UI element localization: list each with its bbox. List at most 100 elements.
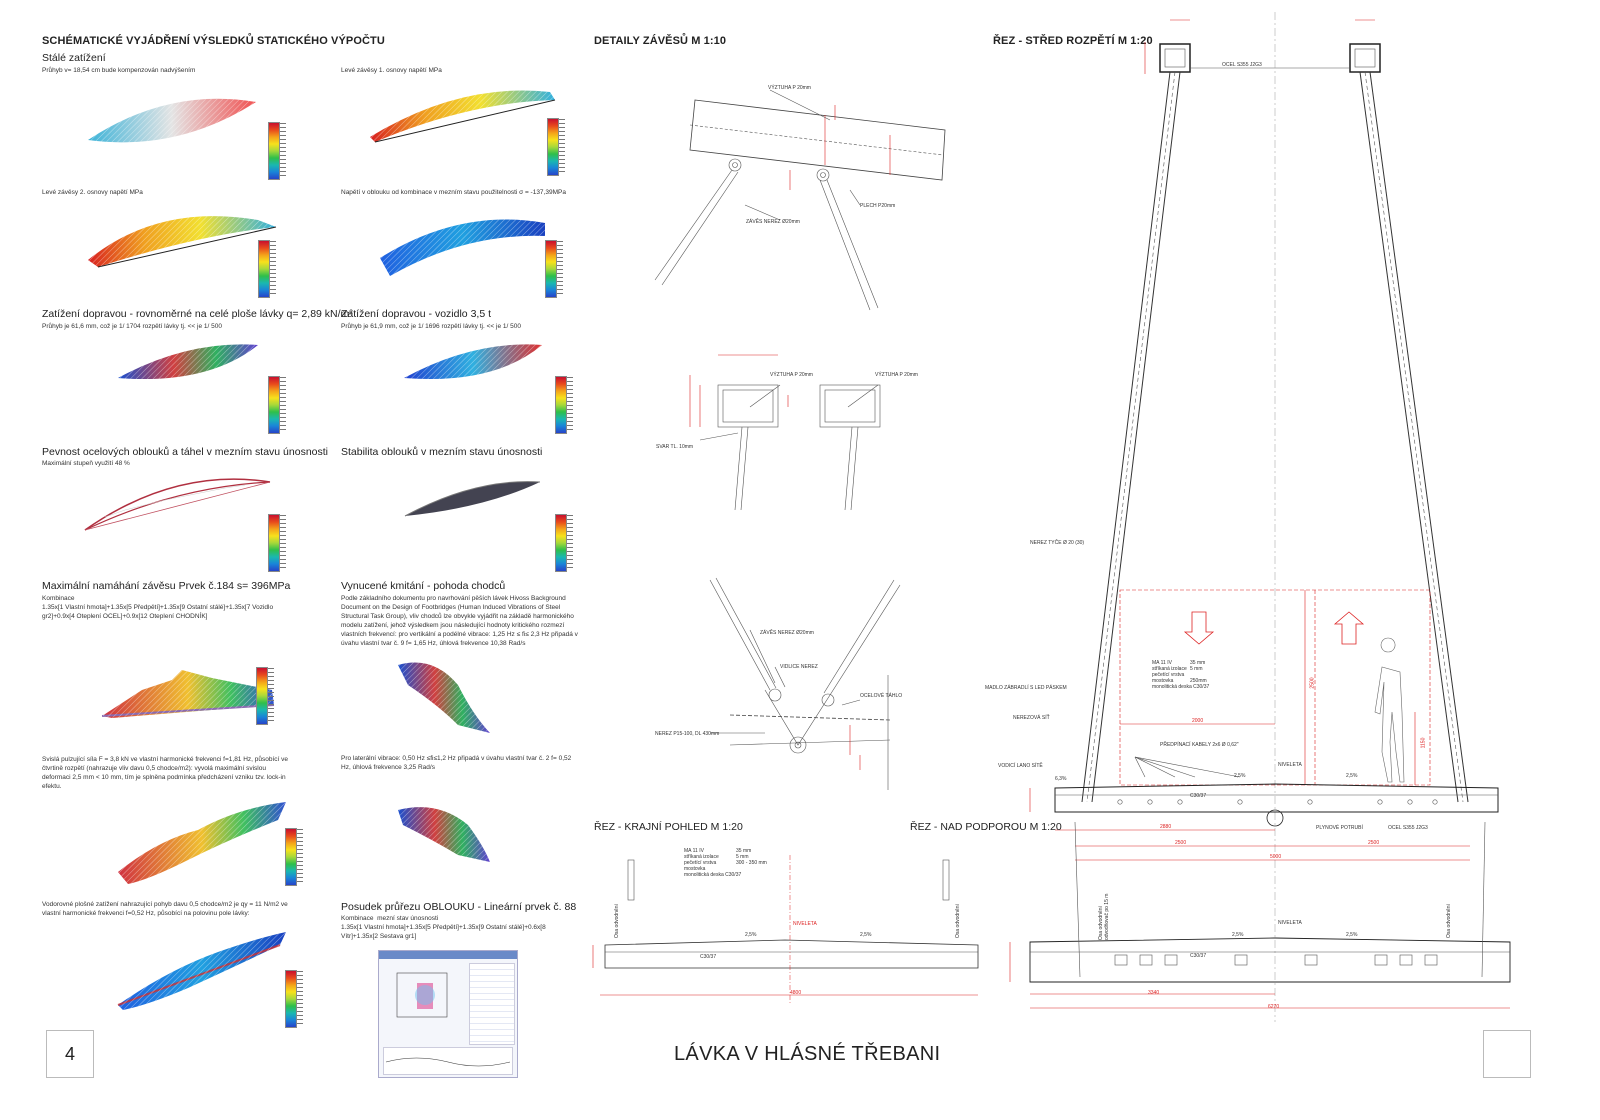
color-scale-6 bbox=[555, 376, 573, 434]
side-layer-value-1: 5 mm bbox=[736, 854, 749, 860]
s14-text: Kombinace mezní stav únosnosti 1.35x[1 V… bbox=[341, 915, 546, 940]
detail-title: DETAILY ZÁVĚSŮ M 1:10 bbox=[594, 35, 727, 47]
mid-layer-0: MA 11 IV bbox=[1152, 660, 1172, 666]
mid-layer-1: stříkaná izolace bbox=[1152, 666, 1187, 672]
s4-text: Napětí v oblouku od kombinace v mezním s… bbox=[341, 189, 566, 196]
label-vidlice: VIDLICE NEREZ bbox=[780, 664, 818, 670]
mid-layers: MA 11 IV stříkaná izolace pečetící vrstv… bbox=[1152, 660, 1209, 690]
mid-dim-h2: 1150 bbox=[1420, 737, 1427, 749]
s10-text: Podle základního dokumentu pro navrhován… bbox=[341, 595, 578, 647]
color-scale-9 bbox=[256, 667, 274, 725]
page-number: 4 bbox=[64, 1043, 75, 1064]
side-layer-values: 35 mm 5 mm 300 - 350 mm bbox=[736, 848, 767, 866]
label-nerez-sit: NEREZOVÁ SÍŤ bbox=[1013, 715, 1050, 721]
model-plot-hangers-1 bbox=[370, 90, 556, 143]
side-layers: MA 11 IV stříkaná izolace pečetící vrstv… bbox=[684, 848, 741, 878]
s8-title: Stabilita oblouků v mezním stavu únosnos… bbox=[341, 446, 543, 458]
s9-text: Kombinace 1.35x[1 Vlastní hmota]+1.35x[5… bbox=[42, 595, 274, 620]
support-concrete: C30/37 bbox=[1190, 953, 1207, 959]
model-plot-stability bbox=[404, 481, 541, 517]
s3-text: Levé závěsy 2. osnovy napětí MPa bbox=[42, 189, 143, 196]
side-dim: 4800 bbox=[790, 990, 802, 996]
hanger-detail-bottom bbox=[709, 577, 901, 790]
s7-title: Pevnost ocelových oblouků a táhel v mezn… bbox=[42, 446, 328, 458]
color-scale-2 bbox=[547, 118, 565, 176]
side-layer-1: stříkaná izolace bbox=[684, 854, 719, 860]
mid-dim-d: 5000 bbox=[1270, 854, 1282, 860]
mid-slope-left: 2,5% bbox=[1234, 773, 1246, 779]
label-zaves-2: ZÁVĚS NEREZ Ø20mm bbox=[760, 630, 814, 636]
model-plot-vehicle-load bbox=[404, 344, 542, 380]
label-nerez-p: NEREZ P15-100, DL 430mm bbox=[655, 731, 720, 737]
support-dim-b: 6270 bbox=[1268, 1004, 1280, 1010]
model-plot-lateral-mode bbox=[398, 807, 490, 862]
model-plot-uniform-load bbox=[118, 344, 258, 380]
mid-concrete: C30/37 bbox=[1190, 793, 1207, 799]
color-scale-8 bbox=[555, 514, 573, 572]
footer-title: LÁVKA V HLÁSNÉ TŘEBANI bbox=[674, 1043, 941, 1065]
side-layer-value-3: 300 - 350 mm bbox=[736, 860, 767, 866]
support-osa-left: Osa odvodnění odvodňovač po 15 m bbox=[1098, 893, 1110, 940]
stamp-box bbox=[1483, 1030, 1531, 1078]
mid-dim-b: 2500 bbox=[1175, 840, 1187, 846]
mid-layer-value-1: 5 mm bbox=[1190, 666, 1203, 672]
side-osa-left: Osa odvodnění bbox=[614, 904, 620, 938]
s13-text: Vodorovné plošné zatížení nahrazující po… bbox=[42, 901, 288, 917]
section-mid-title: ŘEZ - STŘED ROZPĚTÍ M 1:20 bbox=[993, 35, 1153, 47]
side-layer-value-0: 35 mm bbox=[736, 848, 752, 854]
mid-span-section-drawing bbox=[1009, 12, 1511, 1022]
s10-title: Vynucené kmitání - pohoda chodců bbox=[341, 580, 506, 592]
mid-layer-3: mostovka bbox=[1152, 678, 1174, 684]
color-scale-4 bbox=[545, 240, 563, 298]
side-slope-right: 2,5% bbox=[860, 932, 872, 938]
hanger-detail-middle bbox=[689, 354, 881, 511]
color-scale-3 bbox=[258, 240, 276, 298]
support-niveleta: NIVELETA bbox=[1278, 920, 1302, 926]
cross-section-check-screenshot bbox=[378, 950, 518, 1078]
label-ocel-top: OCEL S355 J2G3 bbox=[1222, 62, 1262, 68]
side-layer-0: MA 11 IV bbox=[684, 848, 704, 854]
mid-layer-2: pečetící vrstva bbox=[1152, 672, 1185, 678]
label-vyztuha-2: VÝZTUHA P 20mm bbox=[770, 372, 813, 378]
side-slope-left: 2,5% bbox=[745, 932, 757, 938]
label-predpinaci: PŘEDPÍNACÍ KABELY 2x6 Ø 0,62" bbox=[1160, 742, 1239, 748]
label-vyztuha-1: VÝZTUHA P 20mm bbox=[768, 85, 811, 91]
s6-title: Zatížení dopravou - vozidlo 3,5 t bbox=[341, 308, 491, 320]
support-osa-right: Osa odvodnění bbox=[1446, 904, 1452, 938]
label-ocelove-tahlo: OCELOVÉ TÁHLO bbox=[860, 693, 903, 699]
mid-slope-edge: 6,3% bbox=[1055, 776, 1067, 782]
side-title: ŘEZ - KRAJNÍ POHLED M 1:20 bbox=[594, 821, 743, 833]
mid-layer-4: monolitická deska C30/37 bbox=[1152, 684, 1210, 690]
s9-title: Maximální namáhání závěsu Prvek č.184 s=… bbox=[42, 580, 291, 592]
mid-layer-value-0: 35 mm bbox=[1190, 660, 1206, 666]
mid-dim-w: 2000 bbox=[1192, 718, 1204, 724]
label-ocel-bottom: OCEL S355 J2G3 bbox=[1388, 825, 1428, 831]
main-title: SCHÉMATICKÉ VYJÁDŘENÍ VÝSLEDKŮ STATICKÉH… bbox=[42, 35, 385, 47]
side-osa-right: Osa odvodnění bbox=[955, 904, 961, 938]
model-plot-strength bbox=[84, 478, 271, 531]
side-concrete: C30/37 bbox=[700, 954, 717, 960]
label-nerez-tyce: NEREZ TYČE Ø 20 (30) bbox=[1030, 540, 1085, 546]
side-layer-2: pečetící vrstva bbox=[684, 860, 717, 866]
mid-layer-value-3: 250mm bbox=[1190, 678, 1207, 684]
support-title: ŘEZ - NAD PODPOROU M 1:20 bbox=[910, 821, 1062, 833]
s5-title: Zatížení dopravou - rovnoměrné na celé p… bbox=[42, 308, 353, 320]
model-plot-lock-in bbox=[118, 802, 286, 884]
model-plot-hangers-2 bbox=[88, 216, 277, 268]
hanger-detail-top bbox=[654, 89, 946, 311]
support-slope-left: 2,5% bbox=[1232, 932, 1244, 938]
color-scale-1 bbox=[268, 122, 286, 180]
label-potrubi: PLYNOVÉ POTRUBÍ bbox=[1316, 825, 1363, 831]
mid-layer-values: 35 mm 5 mm 250mm bbox=[1190, 660, 1207, 684]
s12-text: Pro laterální vibrace: 0,50 Hz ≤fi≤1,2 H… bbox=[341, 755, 572, 771]
color-scale-10 bbox=[285, 828, 303, 886]
label-zaves-1: ZÁVĚS NEREZ Ø20mm bbox=[746, 219, 800, 225]
label-svar: SVAR TL. 10mm bbox=[656, 444, 694, 450]
s5-text: Průhyb je 61,6 mm, což je 1/ 1704 rozpět… bbox=[42, 323, 222, 330]
s14-title: Posudek průřezu OBLOUKU - Lineární prvek… bbox=[341, 901, 577, 913]
page-number-box: 4 bbox=[46, 1030, 94, 1078]
s6-text: Průhyb je 61,9 mm, což je 1/ 1696 rozpět… bbox=[341, 323, 521, 330]
s7-text: Maximální stupeň využití 48 % bbox=[42, 460, 130, 467]
mid-niveleta: NIVELETA bbox=[1278, 762, 1302, 768]
color-scale-11 bbox=[285, 970, 303, 1028]
